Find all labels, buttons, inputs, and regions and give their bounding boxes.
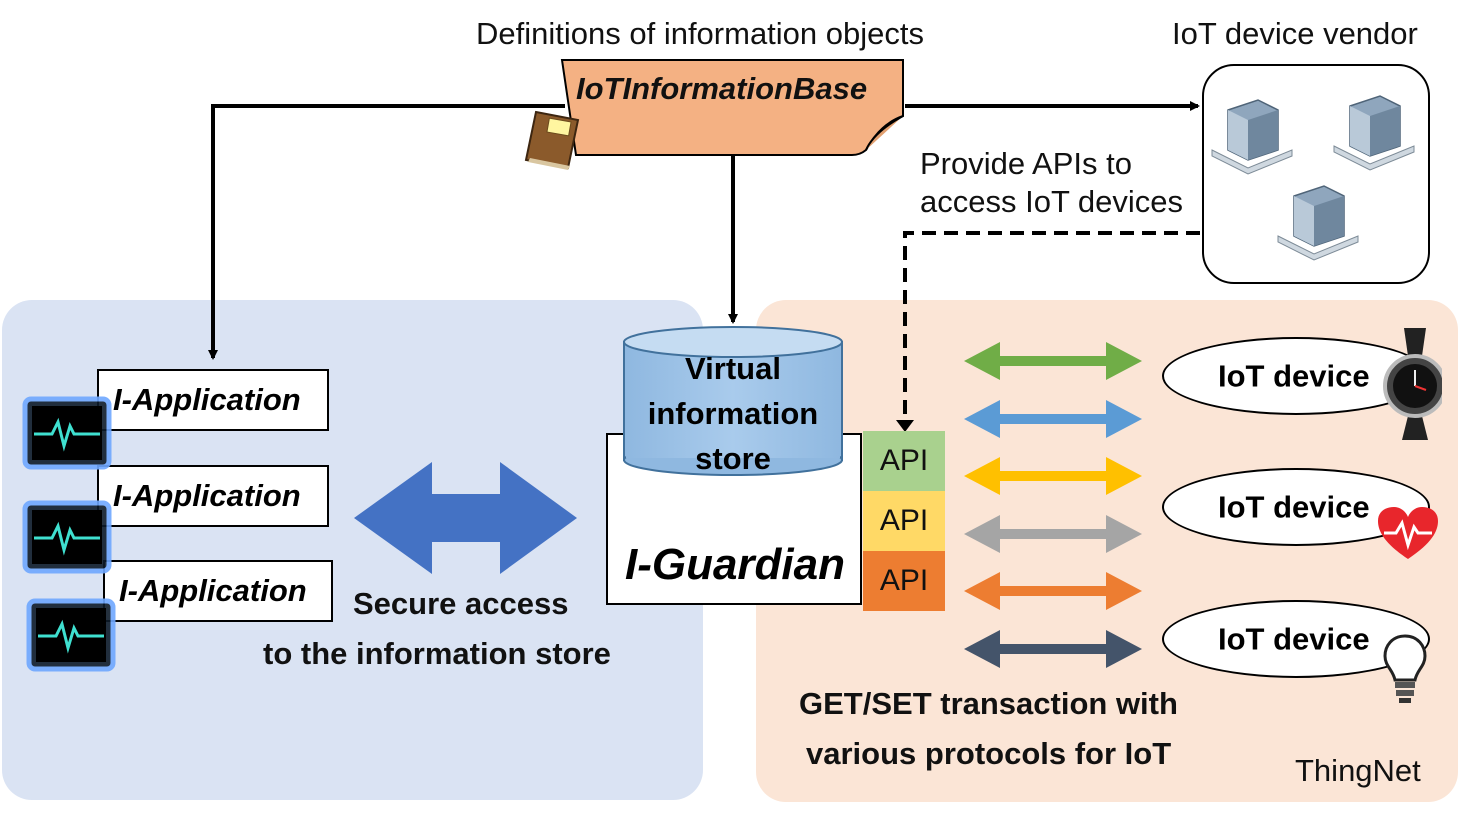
secure-access-line1: Secure access bbox=[353, 586, 569, 621]
iot-device-watch: IoT device bbox=[1162, 337, 1430, 415]
heart-icon bbox=[1378, 507, 1438, 559]
watch-icon bbox=[1383, 328, 1442, 440]
server-icon bbox=[1211, 99, 1293, 175]
i-application-box: I-Application bbox=[103, 560, 333, 622]
database-cylinder-icon bbox=[623, 326, 843, 476]
provide-apis-line2: access IoT devices bbox=[920, 184, 1184, 219]
iot-device-bulb: IoT device bbox=[1162, 600, 1430, 678]
virtual-store-label: Virtual information store bbox=[626, 346, 840, 481]
definitions-label: Definitions of information objects bbox=[476, 16, 925, 51]
protocol-arrow-navy bbox=[964, 630, 1142, 668]
api-provision-line bbox=[903, 231, 1200, 423]
protocol-arrow-green bbox=[964, 342, 1142, 380]
virtual-store-line1: Virtual bbox=[685, 351, 781, 386]
iot-device-label: IoT device bbox=[1218, 489, 1370, 525]
api-block-orange: API bbox=[863, 551, 945, 611]
iot-information-base-label: IoTInformationBase bbox=[576, 71, 868, 106]
transaction-line1: GET/SET transaction with bbox=[799, 686, 1178, 721]
protocol-arrows bbox=[964, 342, 1142, 668]
virtual-store-line3: store bbox=[695, 441, 771, 476]
transaction-line2: various protocols for IoT bbox=[806, 736, 1172, 771]
i-application-box: I-Application bbox=[97, 465, 329, 527]
monitor-icon bbox=[26, 598, 116, 672]
vendor-box bbox=[1202, 64, 1430, 284]
iot-device-label: IoT device bbox=[1218, 358, 1370, 394]
iot-device-label: IoT device bbox=[1218, 621, 1370, 657]
secure-access-arrow bbox=[354, 462, 577, 574]
iot-information-base-document bbox=[560, 59, 904, 156]
distribution-lines bbox=[208, 101, 1200, 360]
monitor-icon bbox=[22, 500, 112, 574]
protocol-arrow-blue bbox=[964, 400, 1142, 438]
protocol-arrow-yellow bbox=[964, 457, 1142, 495]
api-block-yellow: API bbox=[863, 491, 945, 551]
secure-access-line2: to the information store bbox=[263, 636, 611, 671]
light-bulb-icon bbox=[1383, 634, 1427, 703]
monitor-icon bbox=[22, 396, 112, 470]
thingnet-label: ThingNet bbox=[1295, 753, 1421, 788]
book-icon bbox=[524, 110, 580, 170]
i-application-box: I-Application bbox=[97, 369, 329, 431]
vendor-label: IoT device vendor bbox=[1172, 16, 1418, 51]
i-guardian-label: I-Guardian bbox=[624, 540, 846, 589]
api-block-green: API bbox=[863, 431, 945, 491]
virtual-store-line2: information bbox=[647, 396, 819, 431]
provide-apis-line1: Provide APIs to bbox=[920, 146, 1132, 181]
server-icon bbox=[1277, 185, 1359, 261]
protocol-arrow-orange bbox=[964, 572, 1142, 610]
server-icon bbox=[1333, 95, 1415, 171]
protocol-arrow-gray bbox=[964, 515, 1142, 553]
